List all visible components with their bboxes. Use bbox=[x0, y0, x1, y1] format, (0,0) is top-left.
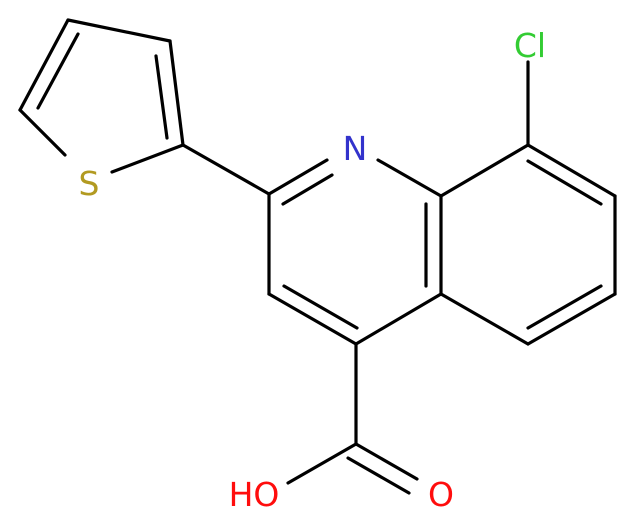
bonds bbox=[18, 18, 617, 495]
sulfur-atom-label: S bbox=[79, 164, 100, 203]
bond-c6-c5-double bbox=[526, 284, 603, 330]
bond-c5-c4a bbox=[439, 292, 530, 346]
bond-c8a-c8 bbox=[439, 143, 530, 198]
bond-c8-c7-double bbox=[526, 159, 603, 206]
bond-ccooh-o bbox=[354, 442, 419, 481]
bond-n1-c8a bbox=[376, 158, 443, 198]
carbonyl-oxygen-atom-label: O bbox=[428, 475, 454, 514]
bond-ccooh-oh bbox=[286, 442, 358, 485]
bond-c3-c2 bbox=[168, 39, 185, 147]
bond-c3-c4 bbox=[267, 292, 358, 346]
bond-c2-n1 bbox=[267, 158, 329, 196]
bond-c5-c4-double bbox=[36, 32, 80, 110]
bond-c4-c3 bbox=[66, 18, 172, 43]
bond-c5-c4 bbox=[18, 18, 70, 112]
bond-c2-n1-double bbox=[281, 173, 334, 206]
bond-c3-c4-double bbox=[282, 284, 359, 330]
bond-thienyl-quinoline bbox=[181, 143, 271, 196]
bond-c6-c5 bbox=[526, 292, 617, 346]
bond-ccooh-o-double bbox=[346, 456, 411, 495]
atom-labels: Cl N S HO O bbox=[79, 26, 547, 514]
bond-c2-s bbox=[110, 143, 185, 174]
bond-c3-c2-double bbox=[154, 54, 169, 140]
bond-c8-c7 bbox=[526, 143, 617, 198]
hydroxyl-atom-label: HO bbox=[229, 475, 280, 514]
chlorine-atom-label: Cl bbox=[514, 26, 546, 65]
bond-c4-c4a bbox=[354, 292, 443, 346]
bond-s-c5 bbox=[18, 108, 67, 157]
nitrogen-atom-label: N bbox=[343, 129, 368, 168]
